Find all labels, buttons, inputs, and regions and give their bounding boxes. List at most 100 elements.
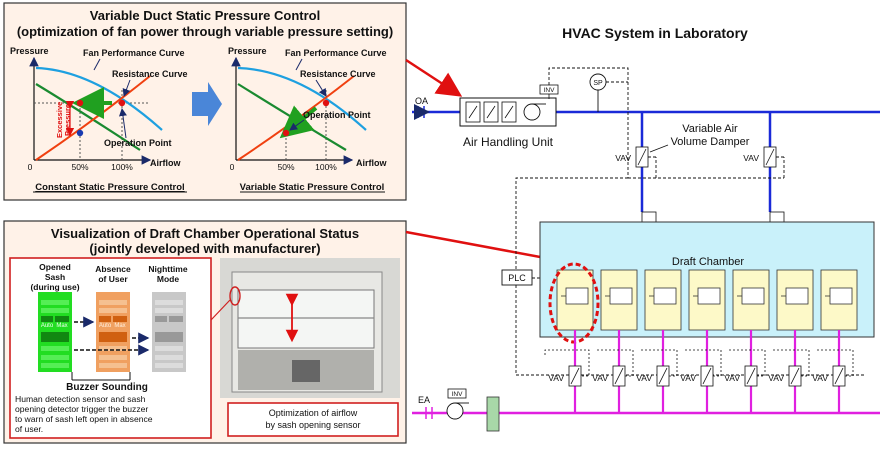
- constant-pressure-chart: Pressure 0 50% 100% Airflow Excessive Pr…: [10, 46, 188, 193]
- draft-chamber-unit-5: [732, 269, 770, 331]
- exhaust-branch-3: VAV: [636, 330, 678, 413]
- draft-chamber-unit-4: [688, 269, 726, 331]
- exhaust-branch-1: VAV: [544, 330, 590, 413]
- hvac-schematic: HVAC System in Laboratory OA Air Handlin…: [412, 25, 880, 432]
- hvac-title: HVAC System in Laboratory: [562, 25, 748, 41]
- exhaust-vav-label-7: VAV: [812, 373, 828, 383]
- left-tick-50: 50%: [71, 162, 88, 172]
- buzzer-text-1: Human detection sensor and sash: [15, 394, 146, 404]
- variable-pressure-chart: Pressure 0 50% 100% Airflow Fan Performa…: [228, 46, 387, 193]
- supply-vav-1: VAV: [615, 146, 649, 168]
- opened-auto-text: Auto: [41, 323, 54, 329]
- supply-vav-2: VAV: [743, 146, 777, 168]
- transition-arrow: [192, 82, 222, 126]
- buzzer-text-3: to warn of sash left open in absence: [15, 414, 153, 424]
- right-operation-label: Operation Point: [303, 110, 371, 120]
- photo-caption-1: Optimization of airflow: [269, 408, 358, 418]
- top-panel: Variable Duct Static Pressure Control (o…: [3, 2, 407, 201]
- left-y-label: Pressure: [10, 46, 49, 56]
- left-operation-label: Operation Point: [104, 138, 172, 148]
- left-tick-100: 100%: [111, 162, 133, 172]
- status-opened-3: (during use): [30, 282, 79, 292]
- photo-caption-box: [227, 402, 399, 437]
- excessive-label-2: Pressure: [63, 104, 72, 136]
- left-point-half: [76, 99, 84, 107]
- right-point-full: [322, 99, 330, 107]
- left-point-ideal: [76, 129, 84, 137]
- chamber-label: Draft Chamber: [672, 256, 744, 268]
- opened-max-text: Max: [56, 323, 67, 329]
- left-fan-label: Fan Performance Curve: [83, 48, 185, 58]
- exhaust-branch-6: VAV: [768, 330, 810, 413]
- status-absence-1: Absence: [95, 264, 131, 274]
- buzzer-text-4: of user.: [15, 424, 43, 434]
- left-tick-0: 0: [28, 162, 33, 172]
- exhaust-branch-5: VAV: [724, 330, 766, 413]
- control-line-plc: [515, 177, 628, 270]
- ea-label: EA: [418, 395, 430, 405]
- left-x-label: Airflow: [150, 158, 181, 168]
- air-handling-unit: Air Handling Unit: [459, 97, 557, 149]
- exhaust-filter: [486, 396, 500, 432]
- status-opened-1: Opened: [39, 262, 71, 272]
- status-panel-absence: Auto Max: [96, 292, 130, 372]
- right-caption: Variable Static Pressure Control: [240, 182, 385, 193]
- exhaust-branch-7: VAV: [812, 330, 854, 413]
- exhaust-vav-label-6: VAV: [768, 373, 784, 383]
- left-resistance-label: Resistance Curve: [112, 69, 188, 79]
- status-night-1: Nighttime: [148, 264, 187, 274]
- oa-label: OA: [415, 96, 428, 106]
- left-fan-curve: [35, 66, 163, 131]
- bottom-panel-title-2: (jointly developed with manufacturer): [89, 241, 320, 256]
- exhaust-inv-label: INV: [452, 391, 464, 398]
- draft-chamber-unit-2: [600, 269, 638, 331]
- supply-vav-label-2: VAV: [743, 153, 759, 163]
- status-panel-opened: Auto Max: [38, 292, 72, 372]
- right-resistance-label: Resistance Curve: [300, 69, 376, 79]
- status-opened-2: Sash: [45, 272, 65, 282]
- photo-caption-2: by sash opening sensor: [265, 420, 360, 430]
- right-fan-label: Fan Performance Curve: [285, 48, 387, 58]
- buzzer-title: Buzzer Sounding: [66, 382, 148, 393]
- exhaust-branch-4: VAV: [680, 330, 722, 413]
- right-tick-0: 0: [230, 162, 235, 172]
- exhaust-fan: [446, 402, 464, 420]
- exhaust-branch-2: VAV: [592, 330, 634, 413]
- plc-box: [501, 269, 533, 286]
- draft-chamber-photo: [210, 258, 400, 398]
- absence-auto-text: Auto: [99, 323, 112, 329]
- draft-chamber-unit-6: [776, 269, 814, 331]
- exhaust-vav-label-4: VAV: [680, 373, 696, 383]
- draft-chamber-unit-1: [556, 269, 594, 331]
- bottom-panel: Visualization of Draft Chamber Operation…: [3, 220, 407, 444]
- right-y-label: Pressure: [228, 46, 267, 56]
- exhaust-vav-label-3: VAV: [636, 373, 652, 383]
- bottom-panel-title-1: Visualization of Draft Chamber Operation…: [51, 226, 359, 241]
- right-point-half: [282, 129, 290, 137]
- top-panel-title-1: Variable Duct Static Pressure Control: [90, 8, 320, 23]
- right-tick-50: 50%: [277, 162, 294, 172]
- left-caption: Constant Static Pressure Control: [35, 182, 184, 193]
- exhaust-vav-label-2: VAV: [592, 373, 608, 383]
- draft-chamber-unit-3: [644, 269, 682, 331]
- status-panel-night: [152, 292, 186, 372]
- supply-vav-label-1: VAV: [615, 153, 631, 163]
- buzzer-text-2: opening detector trigger the buzzer: [15, 404, 148, 414]
- exhaust-vav-label-1: VAV: [548, 373, 564, 383]
- control-line-ahu: [548, 67, 629, 178]
- exhaust-vav-label-5: VAV: [724, 373, 740, 383]
- exhaust-inverter: [447, 388, 467, 399]
- left-resistance-curve: [35, 75, 151, 161]
- excessive-label-1: Excessive: [55, 102, 64, 138]
- draft-chamber-unit-7: [820, 269, 858, 331]
- arrow-to-ahu: [405, 58, 463, 97]
- sp-label: SP: [593, 80, 603, 87]
- ahu-inv-label: INV: [544, 87, 556, 94]
- top-panel-title-2: (optimization of fan power through varia…: [17, 24, 393, 39]
- damper-label-1: Variable Air: [682, 123, 738, 135]
- plc-label: PLC: [508, 273, 526, 283]
- status-night-2: Mode: [157, 274, 179, 284]
- damper-label-2: Volume Damper: [671, 136, 750, 148]
